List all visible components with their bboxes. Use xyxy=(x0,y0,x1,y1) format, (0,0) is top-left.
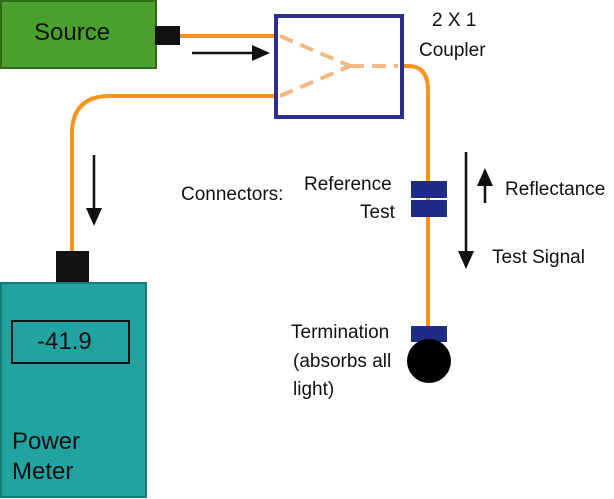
coupler-label-line2: Coupler xyxy=(419,40,486,61)
test-label: Test xyxy=(360,202,395,223)
arrow-down-meter-icon xyxy=(86,155,102,226)
fiber-coupler-to-test xyxy=(402,64,430,328)
arrow-right-icon xyxy=(192,45,270,61)
reference-connector xyxy=(411,181,447,198)
source-box xyxy=(0,0,157,69)
source-label: Source xyxy=(34,19,111,46)
termination-label-line2: (absorbs all xyxy=(293,351,392,372)
coupler-split-lines xyxy=(279,34,398,98)
meter-label-line1: Power xyxy=(12,428,81,455)
termination-label-line3: light) xyxy=(293,379,335,400)
meter-display xyxy=(11,320,130,364)
test-connector xyxy=(411,200,447,217)
reflectance-label: Reflectance xyxy=(505,179,606,200)
fiber-coupler-to-meter xyxy=(70,94,276,253)
coupler-label-line1: 2 X 1 xyxy=(432,10,477,31)
arrow-down-test-signal-icon xyxy=(458,152,474,269)
source-connector xyxy=(155,26,180,45)
termination-label-line1: Termination xyxy=(291,322,390,343)
reference-label: Reference xyxy=(304,174,392,195)
meter-label-line2: Meter xyxy=(12,458,74,485)
meter-connector xyxy=(56,251,89,284)
termination-connector xyxy=(411,326,447,342)
power-meter-box xyxy=(0,282,147,498)
test-signal-label: Test Signal xyxy=(492,247,585,268)
arrow-up-reflectance-icon xyxy=(477,168,493,203)
connectors-label: Connectors: xyxy=(181,184,284,205)
termination-absorber xyxy=(407,339,451,383)
meter-reading: -41.9 xyxy=(37,328,92,355)
